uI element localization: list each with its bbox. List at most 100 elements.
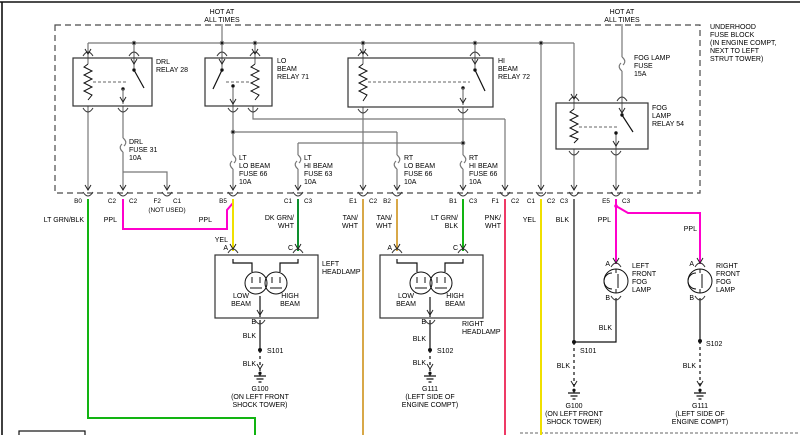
svg-text:B: B — [605, 295, 610, 302]
hot-at-all-times-left: HOT AT — [210, 9, 235, 16]
svg-text:RIGHT: RIGHT — [716, 263, 739, 270]
svg-text:STRUT TOWER): STRUT TOWER) — [710, 56, 763, 63]
svg-text:HEADLAMP: HEADLAMP — [322, 269, 361, 276]
svg-text:LT GRN/BLK: LT GRN/BLK — [44, 217, 85, 224]
svg-text:ALL TIMES: ALL TIMES — [204, 17, 240, 24]
svg-text:HEADLAMP: HEADLAMP — [462, 329, 501, 336]
svg-text:BEAM: BEAM — [396, 301, 416, 308]
connector-pin-labels: B0 C2 C2 F2 C1 (NOT USED) B5 C1 C3 E1 C2… — [74, 198, 630, 214]
svg-text:FRONT: FRONT — [632, 271, 657, 278]
svg-text:WHT: WHT — [485, 223, 502, 230]
ppl-fog-wires — [615, 199, 701, 264]
labels: HOT AT ALL TIMES HOT AT ALL TIMES UNDERH… — [44, 9, 777, 426]
fog-lamp-relay — [555, 93, 649, 156]
svg-text:RT: RT — [469, 155, 479, 162]
svg-text:ENGINE COMPT): ENGINE COMPT) — [672, 419, 728, 426]
svg-text:PPL: PPL — [104, 217, 117, 224]
connector-row — [82, 184, 622, 197]
lt-lo-beam-fuse-label: LT LO BEAM FUSE 66 10A — [239, 155, 270, 186]
svg-text:E5: E5 — [602, 198, 610, 205]
fog-lamp-fuse-label: FOG LAMP — [634, 55, 671, 62]
hi-beam-relay-label: HI — [498, 58, 505, 65]
svg-text:C1: C1 — [527, 198, 536, 205]
svg-text:C3: C3 — [469, 198, 478, 205]
svg-text:FUSE 66: FUSE 66 — [404, 171, 433, 178]
svg-text:BLK: BLK — [445, 223, 459, 230]
svg-text:S101: S101 — [267, 348, 283, 355]
svg-text:(LEFT SIDE OF: (LEFT SIDE OF — [675, 411, 724, 418]
svg-text:BLK: BLK — [243, 361, 257, 368]
hi-beam-relay — [347, 48, 494, 114]
svg-text:YEL: YEL — [215, 237, 228, 244]
svg-text:TAN/: TAN/ — [377, 215, 392, 222]
left-front-fog-lamp — [603, 257, 629, 301]
svg-text:A: A — [605, 261, 610, 268]
svg-text:10A: 10A — [404, 179, 417, 186]
svg-text:BEAM: BEAM — [445, 301, 465, 308]
svg-text:B5: B5 — [219, 198, 227, 205]
svg-text:RELAY 72: RELAY 72 — [498, 74, 530, 81]
drl-fuse-label: DRL — [129, 139, 143, 146]
colored-wires — [87, 199, 701, 435]
wire-color-labels: LT GRN/BLK PPL PPL YEL DK GRN/ WHT TAN/ … — [44, 215, 697, 244]
svg-text:LAMP: LAMP — [652, 113, 671, 120]
svg-text:A: A — [689, 261, 694, 268]
svg-text:B: B — [421, 319, 426, 326]
svg-text:C2: C2 — [129, 198, 138, 205]
right-headlamp — [379, 243, 484, 325]
svg-text:FUSE 66: FUSE 66 — [239, 171, 268, 178]
svg-text:NEXT TO LEFT: NEXT TO LEFT — [710, 48, 760, 55]
svg-text:S101: S101 — [580, 348, 596, 355]
fuse-block-internal-wires — [87, 24, 626, 190]
svg-text:WHT: WHT — [342, 223, 359, 230]
not-used-label: (NOT USED) — [148, 207, 185, 214]
fog-lamp-relay-label: FOG — [652, 105, 667, 112]
lo-beam-relay — [204, 48, 273, 113]
splice-s101-headlamp — [258, 348, 262, 352]
svg-text:E1: E1 — [349, 198, 357, 205]
svg-text:C2: C2 — [511, 198, 520, 205]
svg-text:LOW: LOW — [398, 293, 414, 300]
svg-text:HI BEAM: HI BEAM — [469, 163, 498, 170]
svg-text:S102: S102 — [706, 341, 722, 348]
drl-relay-label: DRL — [156, 59, 170, 66]
ground-symbol-g111-left — [423, 371, 437, 383]
lt-hi-beam-fuse-label: LT HI BEAM FUSE 63 10A — [304, 155, 333, 186]
svg-text:YEL: YEL — [523, 217, 536, 224]
ppl-jumper-wire — [122, 199, 234, 230]
svg-text:A: A — [223, 245, 228, 252]
svg-text:LEFT: LEFT — [322, 261, 340, 268]
svg-text:B: B — [251, 319, 256, 326]
svg-text:(LEFT SIDE OF: (LEFT SIDE OF — [405, 394, 454, 401]
svg-text:C3: C3 — [304, 198, 313, 205]
lt-grn-blk-wire — [87, 199, 256, 435]
svg-text:S102: S102 — [437, 348, 453, 355]
svg-text:RELAY 71: RELAY 71 — [277, 74, 309, 81]
drl-relay — [72, 48, 153, 113]
svg-text:DK GRN/: DK GRN/ — [265, 215, 294, 222]
svg-text:HIGH: HIGH — [281, 293, 299, 300]
right-fog-lamp-labels: A B RIGHT FRONT FOG LAMP S102 BLK G111 (… — [672, 261, 741, 426]
svg-text:LOW: LOW — [233, 293, 249, 300]
svg-text:LT: LT — [304, 155, 312, 162]
svg-text:10A: 10A — [239, 179, 252, 186]
hot-at-all-times-right: HOT AT — [610, 9, 635, 16]
svg-text:C2: C2 — [369, 198, 378, 205]
svg-text:SHOCK TOWER): SHOCK TOWER) — [233, 402, 288, 409]
svg-text:PPL: PPL — [199, 217, 212, 224]
svg-text:BEAM: BEAM — [280, 301, 300, 308]
svg-text:LO BEAM: LO BEAM — [404, 163, 435, 170]
svg-text:FUSE 63: FUSE 63 — [304, 171, 333, 178]
svg-text:FUSE 66: FUSE 66 — [469, 171, 498, 178]
svg-text:B0: B0 — [74, 198, 82, 205]
svg-text:BLK: BLK — [413, 360, 427, 367]
svg-text:UNDERHOOD: UNDERHOOD — [710, 24, 756, 31]
ground-wiring — [253, 199, 707, 400]
svg-text:B1: B1 — [449, 198, 457, 205]
ground-symbol-g100-right — [567, 388, 581, 400]
svg-text:C2: C2 — [108, 198, 117, 205]
svg-text:B: B — [689, 295, 694, 302]
left-headlamp — [214, 243, 319, 325]
